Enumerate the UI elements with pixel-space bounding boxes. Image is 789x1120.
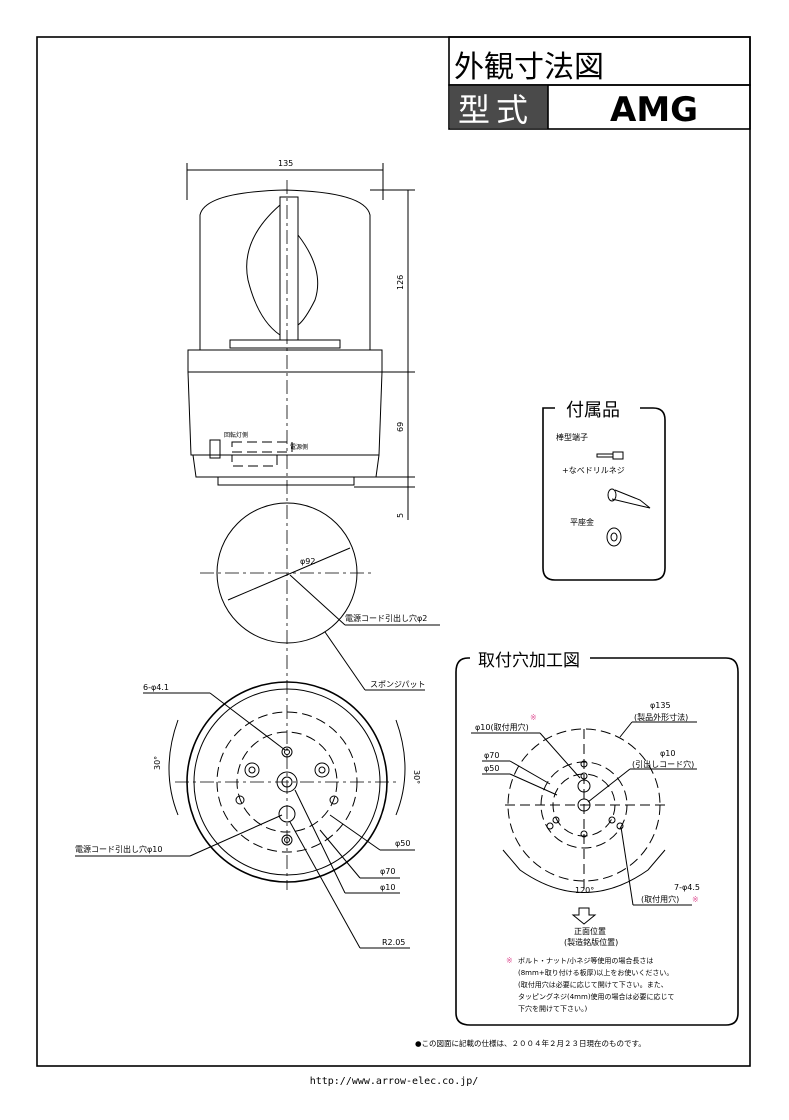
title-block: 外観寸法図 型式 AMG (448, 36, 751, 130)
mount-d10-cord: φ10 (660, 749, 675, 758)
rod-terminal-icon (596, 453, 614, 458)
dome (199, 189, 371, 350)
width-dim: 135 (278, 159, 293, 168)
mounting-title: 取付穴加工図 (478, 651, 580, 671)
base-dim: 5 (396, 513, 405, 518)
model-value: AMG (610, 90, 698, 130)
mount-holes: 7-φ4.5 (674, 883, 700, 892)
footer-note: ●この図面に記載の仕様は、２００４年２月２３日現在のものです。 (415, 1038, 646, 1048)
front-position: 正面位置 (574, 926, 606, 936)
mount-note-line: タッピングネジ(4mm)使用の場合は必要に応じて (518, 992, 675, 1001)
mount-d70: φ70 (484, 751, 499, 760)
label-power-side: 電源側 (290, 443, 308, 451)
mount-note-line: ボルト・ナット/小ネジ等使用の場合長さは (518, 956, 653, 965)
height-upper-dim: 126 (396, 275, 405, 290)
mount-holes-mark: ※ (692, 895, 699, 904)
bottom-cord-hole: 電源コード引出し穴φ10 (75, 844, 162, 854)
angle-left: 30° (153, 756, 162, 770)
side-view: 135 回転灯側 電源側 126 69 5 (186, 159, 415, 890)
mount-d135-note: (製品外形寸法) (634, 712, 688, 722)
sponge-diameter: φ92 (300, 557, 315, 566)
accessories-title: 付属品 (566, 400, 620, 421)
front-position-note: (製造銘版位置) (564, 937, 618, 947)
mount-mark: ※ (530, 713, 537, 722)
bottom-d50: φ50 (395, 839, 410, 848)
bottom-radius: R2.05 (382, 938, 405, 947)
drawing-title: 外観寸法図 (454, 50, 604, 85)
notes-mark: ※ (506, 956, 513, 965)
accessory-item-label: 平座金 (570, 517, 594, 527)
accessories-box: 付属品 棒型端子 +なべドリルネジ 平座金 (542, 400, 666, 581)
drill-screw-icon (607, 488, 651, 509)
bottom-view: 6-φ4.1 30° 30° 電源コード引出し穴φ10 φ50 φ70 φ10 … (75, 681, 421, 949)
mounting-box: 取付穴加工図 φ135 (製品外形寸法) ※ φ10(取付用穴) φ70 φ50… (455, 651, 739, 1026)
flat-washer-icon (606, 527, 622, 547)
url-link[interactable]: http://www.arrow-elec.co.jp/ (310, 1076, 479, 1087)
model-label-cell (450, 86, 548, 128)
mount-angle: 120° (575, 886, 594, 895)
mount-note-line: (8mm+取り付ける板厚)以上をお使いください。 (518, 968, 673, 977)
sponge-cord-hole: 電源コード引出し穴φ2 (345, 613, 427, 623)
accessory-item-label: +なべドリルネジ (562, 466, 625, 475)
bottom-d70: φ70 (380, 867, 395, 876)
sheet-frame (36, 36, 751, 1067)
label-rotating-side: 回転灯側 (224, 431, 248, 439)
mount-d135: φ135 (650, 701, 671, 710)
mount-d50: φ50 (484, 764, 499, 773)
accessory-item-label: 棒型端子 (556, 432, 588, 442)
mount-d10-mount: φ10(取付用穴) (475, 722, 529, 732)
model-label: 型式 (458, 91, 534, 129)
mount-holes-note: (取付用穴) (641, 894, 679, 904)
mount-note-line: 下穴を開けて下さい。) (518, 1004, 587, 1013)
front-arrow-icon (571, 907, 597, 925)
angle-right: 30° (412, 770, 421, 784)
height-lower-dim: 69 (396, 422, 405, 432)
mount-note-line: (取付用穴は必要に応じて開けて下さい。また、 (518, 980, 668, 989)
sponge-view: φ92 電源コード引出し穴φ2 スポンジパット (200, 502, 440, 691)
holes-label: 6-φ4.1 (143, 683, 169, 692)
mount-d10-cord-note: (引出しコード穴) (632, 759, 694, 769)
sponge-label: スポンジパット (370, 680, 426, 689)
bottom-d10: φ10 (380, 883, 395, 892)
